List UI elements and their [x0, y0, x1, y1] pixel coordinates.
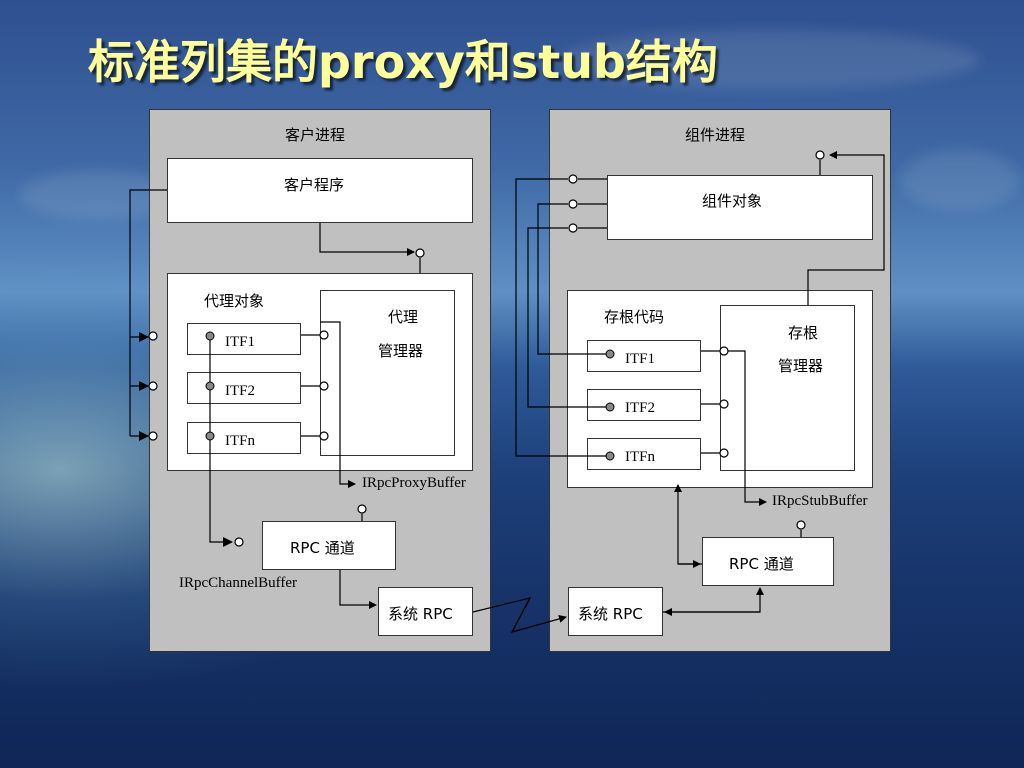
client-rpc-channel-box: [262, 521, 396, 570]
client-program-box: [167, 158, 473, 223]
client-system-rpc-label: 系统 RPC: [388, 605, 453, 623]
server-itf1-label: ITF1: [625, 351, 655, 367]
server-system-rpc-label: 系统 RPC: [578, 605, 643, 623]
client-process-title: 客户进程: [285, 126, 346, 144]
network-link-back: [511, 597, 531, 633]
client-itf1-label: ITF1: [225, 334, 255, 350]
slide-title: 标准列集的proxy和stub结构: [88, 35, 718, 89]
server-itf2-label: ITF2: [625, 400, 655, 416]
client-itf2-label: ITF2: [225, 383, 255, 399]
server-itfn-label: ITFn: [625, 449, 655, 465]
stub-buffer-label: IRpcStubBuffer: [772, 493, 868, 509]
proxy-manager-label-line2: 管理器: [378, 342, 424, 360]
client-rpc-channel-label: RPC 通道: [290, 539, 355, 557]
cloud-decoration: [560, 30, 980, 90]
server-system-rpc-box: [568, 587, 663, 636]
client-system-rpc-box: [378, 587, 473, 636]
client-itfn-label: ITFn: [225, 433, 255, 449]
client-program-label: 客户程序: [284, 176, 345, 194]
server-rpc-channel-label: RPC 通道: [729, 555, 794, 573]
stub-manager-label-line1: 存根: [788, 324, 819, 342]
stub-code-label: 存根代码: [604, 308, 665, 326]
cloud-decoration: [900, 150, 1020, 210]
proxy-object-label: 代理对象: [204, 292, 265, 310]
stub-manager-label-line2: 管理器: [778, 357, 824, 375]
channel-buffer-label: IRpcChannelBuffer: [179, 575, 298, 591]
proxy-manager-label-line1: 代理: [388, 308, 419, 326]
server-process-title: 组件进程: [685, 126, 746, 144]
server-rpc-channel-box: [702, 537, 834, 586]
proxy-buffer-label: IRpcProxyBuffer: [362, 475, 466, 491]
component-object-label: 组件对象: [702, 192, 763, 210]
